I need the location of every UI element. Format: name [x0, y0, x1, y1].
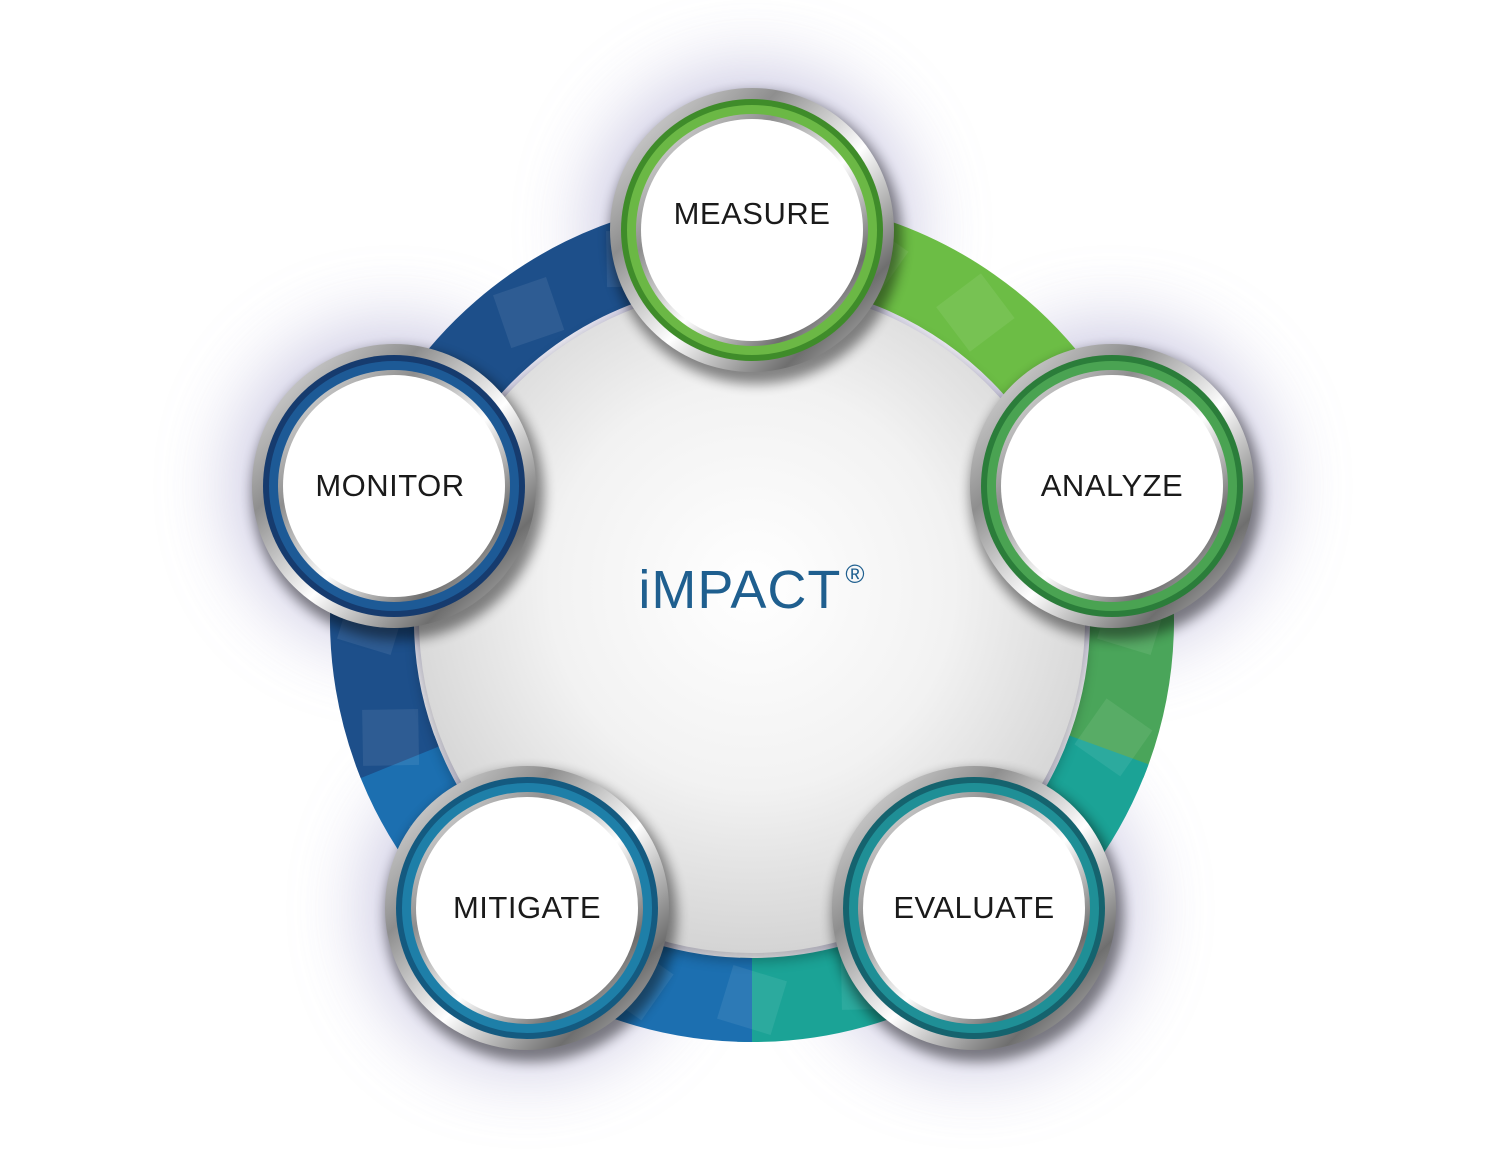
ring-facet [936, 273, 1015, 352]
center-title-text: iMPACT [638, 560, 842, 620]
ring-facet [717, 965, 787, 1035]
stage-nodes [252, 88, 1262, 1062]
center-title: iMPACT® [638, 559, 865, 621]
node-face [641, 119, 863, 341]
node-label-evaluate: EVALUATE [893, 890, 1055, 925]
node-label-mitigate: MITIGATE [452, 890, 602, 925]
node-label-measure: MEASURE [673, 196, 831, 231]
ring-facet [362, 708, 420, 766]
ring-facet [1074, 698, 1153, 777]
node-label-monitor: MONITOR [315, 468, 465, 503]
node-face [863, 797, 1085, 1019]
node-label-analyze: ANALYZE [1040, 468, 1184, 503]
node-face [283, 375, 505, 597]
node-face [1001, 375, 1223, 597]
node-measure [610, 88, 902, 384]
registered-mark: ® [845, 559, 866, 589]
node-analyze [970, 344, 1262, 640]
node-face [416, 797, 638, 1019]
ring-facet [493, 276, 565, 349]
node-evaluate [832, 766, 1124, 1062]
node-mitigate [385, 766, 677, 1062]
node-monitor [252, 344, 544, 640]
